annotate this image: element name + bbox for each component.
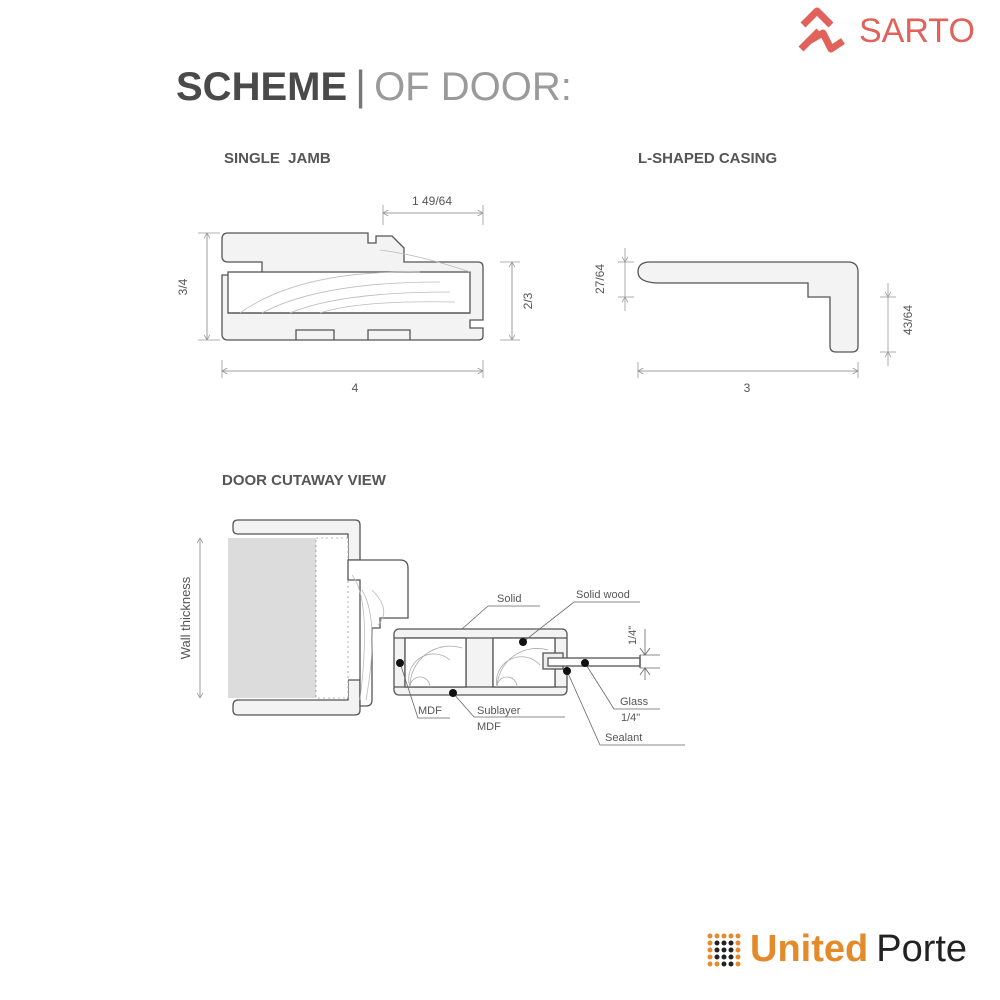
label-mdf: MDF (418, 705, 442, 717)
united-wordmark: United (750, 928, 869, 970)
sarto-logo: SARTO (795, 5, 975, 57)
united-porte-logo: United Porte (706, 928, 967, 971)
label-glass-thickness: 1/4" (621, 712, 640, 724)
label-solid: Solid (497, 593, 521, 605)
sarto-logo-icon (798, 7, 845, 53)
sarto-wordmark: SARTO (859, 11, 975, 50)
l-casing-heading: L-SHAPED CASING (638, 150, 778, 167)
label-solid-wood: Solid wood (576, 589, 630, 601)
dim-top-jamb: 1 49/64 (412, 194, 452, 208)
united-porte-dots-icon (707, 933, 741, 966)
dim-bottom-casing: 3 (744, 381, 751, 395)
title-light: OF DOOR: (374, 65, 572, 109)
title-bold: SCHEME (176, 65, 348, 109)
single-jamb-profile (221, 232, 484, 341)
dim-left-jamb: 3/4 (176, 278, 190, 295)
porte-wordmark: Porte (876, 928, 968, 970)
l-casing-profile (637, 261, 859, 353)
label-glass-dim: 1/4" (627, 626, 639, 645)
label-glass: Glass (620, 696, 649, 708)
cutaway-heading: DOOR CUTAWAY VIEW (222, 472, 386, 489)
label-sublayer: Sublayer (477, 705, 521, 717)
door-cutaway (228, 519, 641, 716)
single-jamb-heading: SINGLE JAMB (224, 150, 331, 167)
dim-left-casing: 27/64 (593, 264, 607, 294)
wall-thickness-label: Wall thickness (178, 576, 193, 659)
label-sublayer-mdf: MDF (477, 721, 501, 733)
dim-right-jamb: 2/3 (521, 292, 535, 309)
dim-right-casing: 43/64 (901, 305, 915, 335)
title-separator: | (355, 62, 367, 109)
label-sealant: Sealant (605, 732, 642, 744)
page-title: SCHEME|OF DOOR: (176, 62, 572, 110)
dim-bottom-jamb: 4 (352, 381, 359, 395)
